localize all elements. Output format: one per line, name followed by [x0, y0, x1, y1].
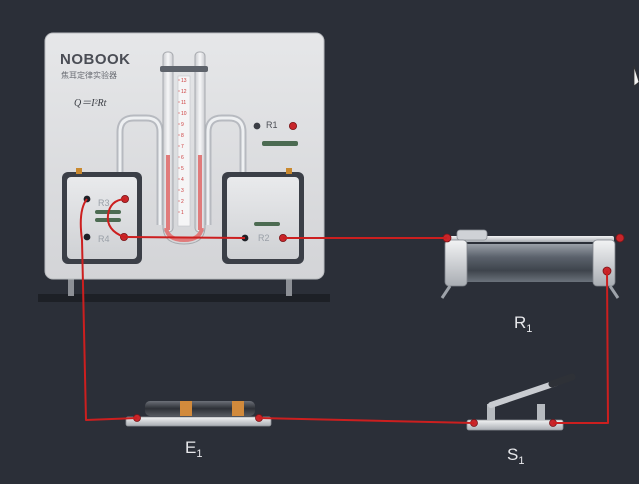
- r4-terminal-black[interactable]: [83, 233, 91, 241]
- scale-tick-label: 3: [181, 188, 184, 194]
- scale-tick-label: 1: [181, 210, 184, 216]
- manometer-top-clamp: [160, 66, 208, 72]
- apparatus-foot-left: [68, 278, 74, 296]
- manometer-scale-ticks: 13 12 11 10 9 8 7 6 5 4 3 2 1: [178, 78, 187, 216]
- battery-label: E1: [185, 438, 202, 460]
- rheostat-end-right: [592, 239, 616, 287]
- circuit-wires: [79, 198, 609, 424]
- r2-label: R2: [258, 233, 270, 243]
- rheostat-coil: [445, 244, 610, 282]
- scale-tick-label: 4: [181, 177, 184, 183]
- r4-label: R4: [98, 234, 110, 244]
- joule-law-apparatus[interactable]: NOBOOK 焦耳定律实验器 Q＝I²Rt 13121110987654321 …: [38, 32, 330, 302]
- manometer-right-liquid: [198, 155, 202, 230]
- board-r1-terminal-left[interactable]: [253, 122, 261, 130]
- switch-label: S1: [507, 445, 524, 467]
- scale-tick-label: 9: [181, 122, 184, 128]
- rheostat-slider[interactable]: [456, 229, 488, 241]
- right-box-panel: [227, 177, 299, 259]
- scale-tick-label: 10: [181, 111, 187, 117]
- scale-tick-label: 7: [181, 144, 184, 150]
- scale-tick-label: 5: [181, 166, 184, 172]
- switch-blade[interactable]: [488, 380, 559, 408]
- wire-battery-to-switch[interactable]: [258, 417, 475, 424]
- switch-handle[interactable]: [548, 373, 576, 388]
- rheostat-label: R1: [514, 313, 532, 335]
- rheostat-slider-rail: [449, 236, 614, 242]
- manometer-scale: [177, 75, 191, 227]
- rheostat-terminal-b[interactable]: [615, 233, 625, 243]
- apparatus-subtitle: 焦耳定律实验器: [61, 70, 117, 80]
- scale-tick-label: 2: [181, 199, 184, 205]
- right-air-pipe-inner: [206, 116, 245, 225]
- rheostat-r1[interactable]: R1: [440, 229, 625, 335]
- board-r1-resistor: [262, 141, 298, 146]
- battery-band-right: [232, 401, 244, 416]
- scale-tick-label: 13: [181, 78, 187, 84]
- wire-r3-to-battery[interactable]: [79, 198, 138, 421]
- scale-tick-label: 6: [181, 155, 184, 161]
- rheostat-end-left: [444, 239, 468, 287]
- left-box-valve: [76, 168, 82, 174]
- switch-pivot: [487, 404, 495, 420]
- arrow-cursor-icon: [633, 65, 639, 87]
- manometer-left-liquid: [166, 155, 170, 230]
- manometer-bottom-liquid: [164, 227, 204, 243]
- brand-logo: NOBOOK: [60, 51, 131, 68]
- scale-tick-label: 12: [181, 89, 187, 95]
- r3-label: R3: [98, 198, 110, 208]
- battery-band-left: [180, 401, 192, 416]
- wire-r3-r4-link[interactable]: [106, 198, 126, 238]
- apparatus-foot-right: [286, 278, 292, 296]
- apparatus-base: [38, 294, 330, 302]
- scale-tick-label: 11: [181, 100, 186, 106]
- left-air-pipe-inner: [118, 116, 162, 225]
- wire-switch-to-rheostat[interactable]: [553, 270, 609, 424]
- battery-cell: [145, 401, 255, 416]
- r2-resistor: [254, 222, 280, 226]
- battery-e1[interactable]: E1: [125, 401, 272, 460]
- joule-formula: Q＝I²Rt: [74, 98, 107, 109]
- rheostat-legs: [440, 285, 620, 299]
- battery-holder-base: [125, 416, 272, 427]
- left-resistance-box[interactable]: R3 R4: [62, 168, 142, 264]
- board-r1-terminal-right[interactable]: [288, 122, 297, 131]
- scale-tick-label: 8: [181, 133, 184, 139]
- switch-base: [466, 419, 564, 431]
- switch-contact: [537, 404, 545, 420]
- right-box-valve: [286, 168, 292, 174]
- switch-s1[interactable]: S1: [466, 373, 576, 467]
- right-resistance-box[interactable]: R2: [222, 168, 304, 264]
- u-tube-manometer: 13 12 11 10 9 8 7 6 5 4 3 2 1: [160, 51, 208, 245]
- manometer-bottom-bend: [162, 227, 206, 245]
- board-r1-label: R1: [266, 120, 278, 130]
- wire-r4-to-r2[interactable]: [123, 236, 246, 239]
